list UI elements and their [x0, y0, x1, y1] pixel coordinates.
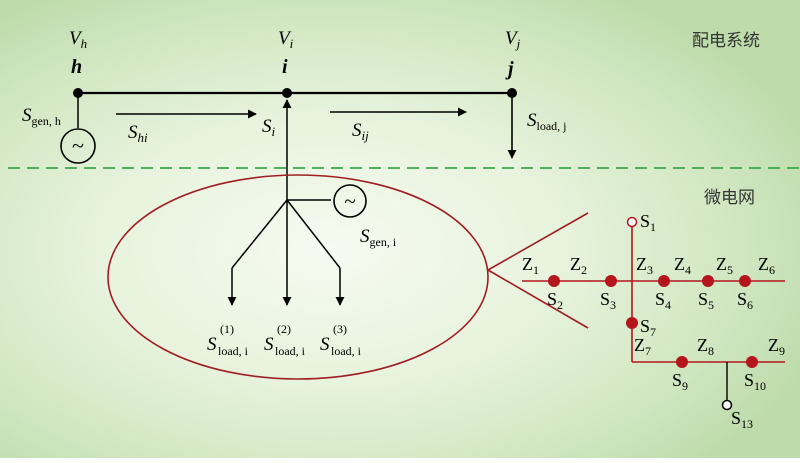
generator-h-icon: [60, 128, 96, 164]
node-h-label: h: [71, 56, 82, 78]
node-j-voltage-label: Vj: [505, 28, 521, 51]
generator-i-symbol: ~: [344, 189, 355, 213]
s3-label: S3: [600, 289, 616, 312]
node-i-voltage-label: Vi: [278, 28, 294, 51]
gen-i-label: Sgen, i: [360, 226, 397, 249]
z7-label: Z7: [634, 335, 651, 358]
load-2-label: (2) S load, i: [264, 322, 306, 358]
load-3-label: (3) S load, i: [320, 322, 362, 358]
zoom-line-top: [487, 212, 589, 271]
s6-label: S6: [737, 289, 753, 312]
svg-text:load, i: load, i: [218, 344, 249, 358]
node-s3-dot: [605, 275, 617, 287]
node-h-voltage-label: Vh: [69, 28, 87, 51]
generator-i-icon: [333, 184, 367, 218]
s9-label: S9: [672, 370, 688, 393]
flow-hi-label: Shi: [128, 122, 148, 145]
load-1-label: (1) S load, i: [207, 322, 249, 358]
flow-i-label: Si: [262, 116, 276, 139]
svg-text:load, i: load, i: [331, 344, 362, 358]
distribution-region-label: 配电系统: [692, 31, 760, 51]
node-s1-dot: [626, 216, 638, 228]
s7-label: S7: [640, 316, 656, 339]
s1-label: S1: [640, 211, 656, 234]
load-3-branch: [286, 199, 341, 269]
gen-h-label: Sgen, h: [22, 105, 61, 128]
s5-label: S5: [698, 289, 714, 312]
flow-ij-label: Sij: [352, 120, 369, 143]
svg-text:S: S: [264, 334, 274, 355]
node-s13-dot: [721, 399, 733, 411]
generator-h-symbol: ~: [72, 133, 84, 158]
load-1-branch: [231, 199, 288, 269]
node-i-dot: [282, 88, 292, 98]
node-s4-dot: [658, 275, 670, 287]
z3-label: Z3: [636, 254, 653, 277]
s13-label: S13: [731, 408, 753, 431]
node-s7-dot: [626, 317, 638, 329]
svg-text:load, i: load, i: [275, 344, 306, 358]
load-j-label: Sload, j: [527, 110, 567, 133]
node-s10-dot: [746, 356, 758, 368]
s2-label: S2: [547, 289, 563, 312]
z2-label: Z2: [570, 254, 587, 277]
node-s2-dot: [548, 275, 560, 287]
svg-text:(1): (1): [220, 322, 234, 336]
node-j-label: j: [505, 58, 514, 80]
z9-label: Z9: [768, 335, 785, 358]
zoom-line-bottom: [487, 269, 589, 329]
node-s6-dot: [739, 275, 751, 287]
s4-label: S4: [655, 289, 671, 312]
z6-label: Z6: [758, 254, 775, 277]
svg-text:(2): (2): [277, 322, 291, 336]
svg-text:(3): (3): [333, 322, 347, 336]
microgrid-region-label: 微电网: [704, 188, 755, 208]
node-i-label: i: [282, 56, 288, 78]
s10-label: S10: [744, 370, 766, 393]
z4-label: Z4: [674, 254, 691, 277]
svg-text:S: S: [207, 334, 217, 355]
node-s5-dot: [702, 275, 714, 287]
z8-label: Z8: [697, 335, 714, 358]
microgrid-ellipse: [107, 174, 489, 380]
node-s9-dot: [676, 356, 688, 368]
z5-label: Z5: [716, 254, 733, 277]
z1-label: Z1: [522, 254, 539, 277]
svg-text:S: S: [320, 334, 330, 355]
